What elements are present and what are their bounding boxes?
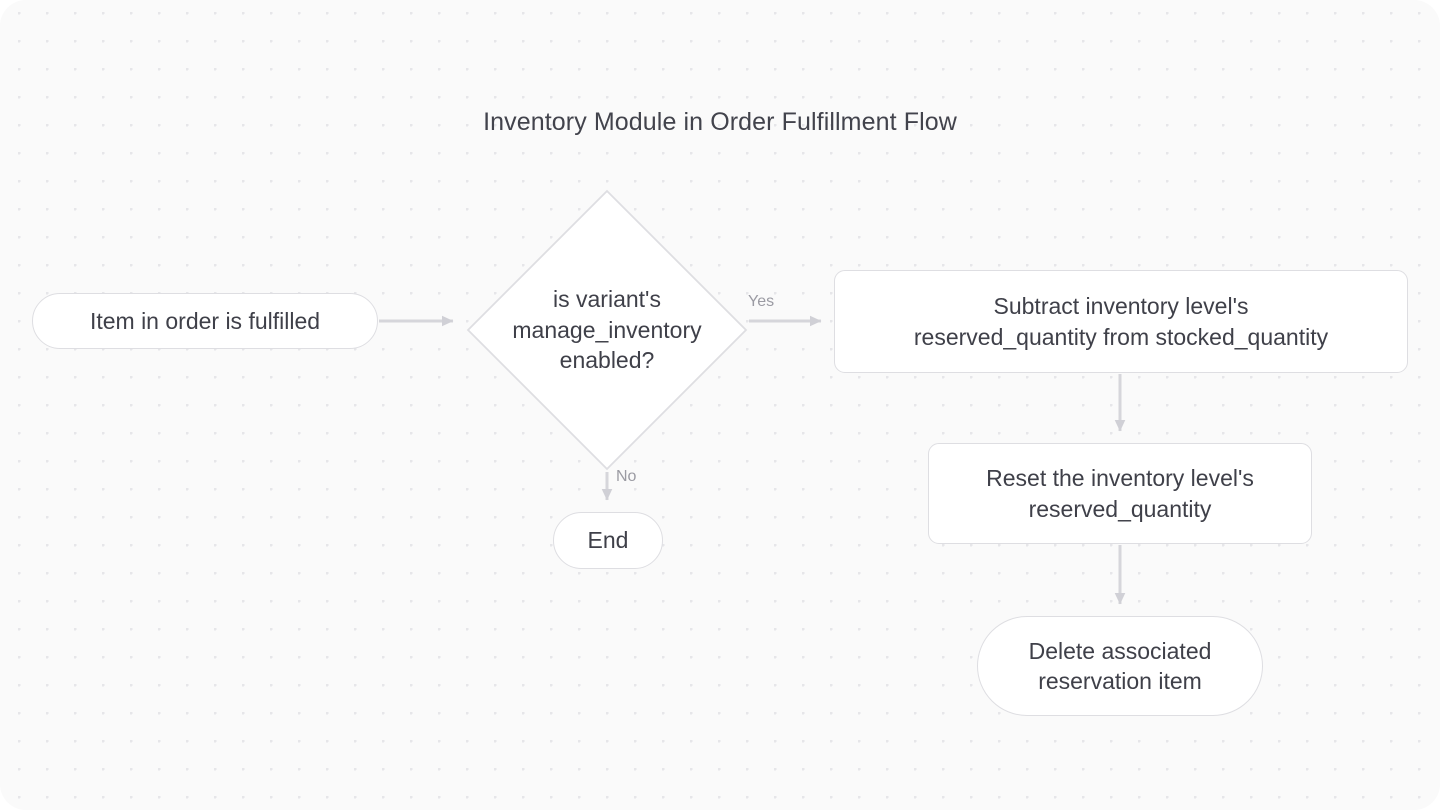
node-end[interactable]: End <box>553 512 663 569</box>
edge-label-yes: Yes <box>748 293 775 310</box>
diamond-shape <box>466 189 748 471</box>
edge-label-no: No <box>616 468 637 485</box>
node-item-in-order-is-fulfilled[interactable]: Item in order is fulfilled <box>32 293 378 349</box>
node-decision-manage-inventory[interactable]: is variant's manage_inventory enabled? <box>466 189 748 471</box>
node-decision-label: is variant's manage_inventory enabled? <box>512 286 702 374</box>
node-delete-reservation-item[interactable]: Delete associated reservation item <box>977 616 1263 716</box>
page-title: Inventory Module in Order Fulfillment Fl… <box>483 108 957 136</box>
node-reset-reserved-quantity[interactable]: Reset the inventory level's reserved_qua… <box>928 443 1312 544</box>
node-subtract-inventory-level[interactable]: Subtract inventory level's reserved_quan… <box>834 270 1408 373</box>
